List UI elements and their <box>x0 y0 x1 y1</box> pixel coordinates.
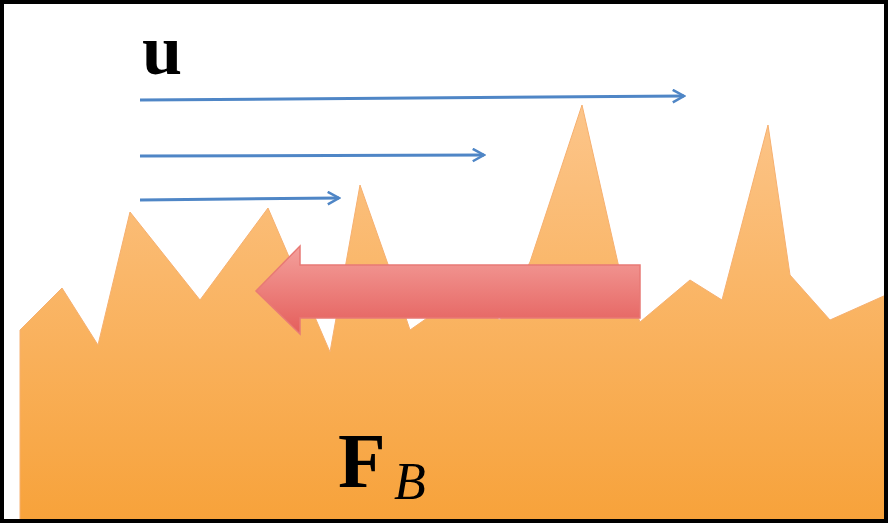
velocity-arrows <box>140 96 684 200</box>
rough-surface <box>20 105 886 523</box>
force-subscript: B <box>394 456 426 508</box>
drag-force-arrow <box>256 246 640 334</box>
force-symbol: F <box>338 422 386 500</box>
velocity-symbol: u <box>142 14 182 86</box>
